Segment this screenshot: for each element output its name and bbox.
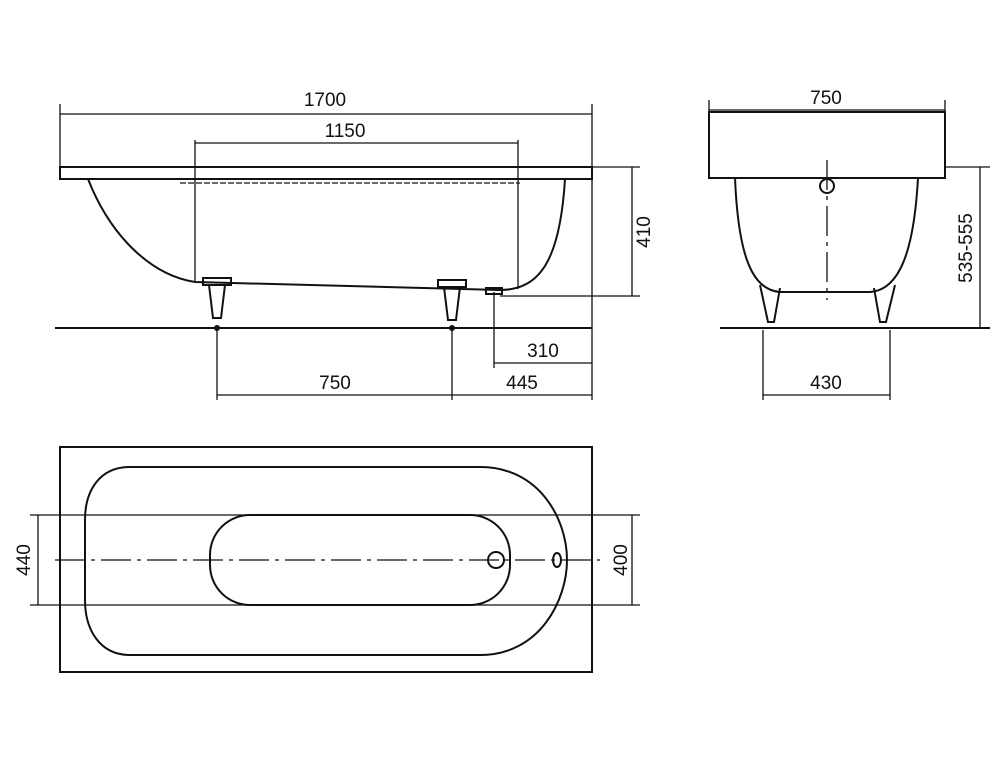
overflow-icon: [552, 552, 562, 568]
drain-icon: [487, 551, 505, 569]
foot-left: [202, 277, 232, 331]
side-rim: [59, 166, 593, 180]
dim-label-750: 750: [319, 373, 351, 394]
foot-right: [437, 279, 467, 331]
dim-label-1150: 1150: [325, 121, 366, 142]
dim-label-400: 400: [611, 544, 632, 576]
top-view: 440 400: [14, 446, 640, 673]
end-view: 750 535-555 430: [708, 88, 990, 400]
dim-label-410: 410: [634, 216, 655, 248]
dim-label-535-555: 535-555: [956, 213, 977, 283]
side-view: 1700 1150 410 310 750 445: [55, 90, 655, 400]
end-basin: [734, 177, 919, 293]
dim-label-310: 310: [527, 341, 559, 362]
dim-label-1700: 1700: [304, 90, 346, 111]
dim-label-445: 445: [506, 373, 538, 394]
dim-label-430: 430: [810, 373, 842, 394]
dim-label-750-end: 750: [810, 88, 842, 109]
top-basin: [84, 466, 569, 656]
side-basin: [87, 178, 566, 292]
dim-label-440: 440: [14, 544, 35, 576]
